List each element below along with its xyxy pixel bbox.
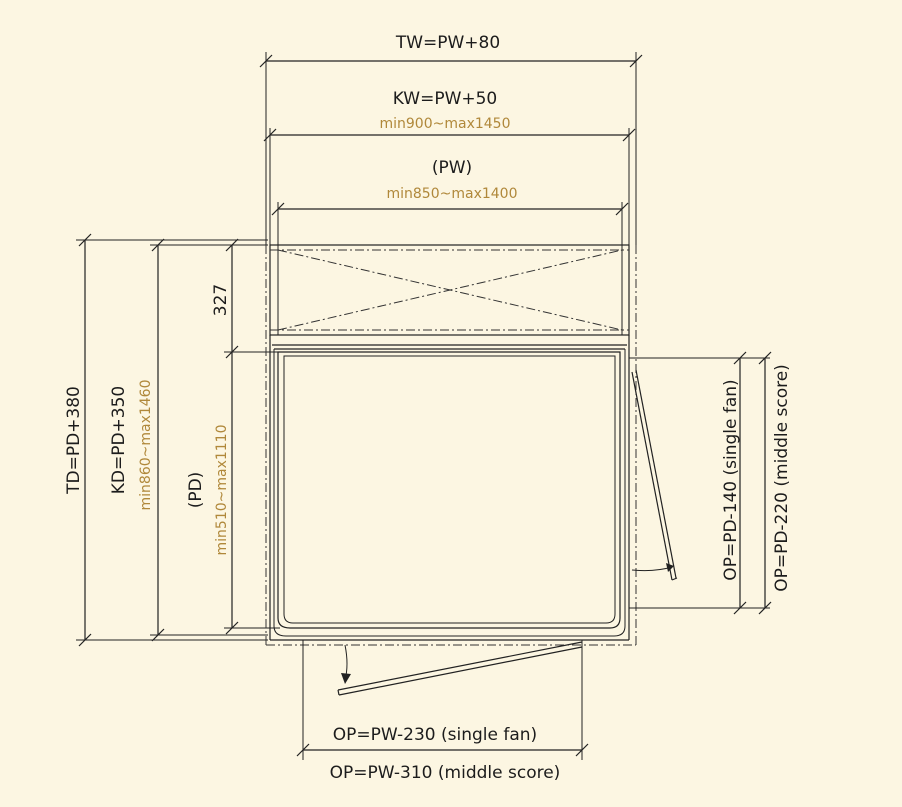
pw-dimension	[271, 202, 629, 245]
side-op-middle-label: OP=PD-220 (middle score)	[772, 364, 792, 592]
top-depth-dimension	[224, 238, 280, 359]
side-op-middle-dimension	[758, 351, 772, 615]
side-op-single-label: OP=PD-140 (single fan)	[721, 379, 741, 580]
kw-label: KW=PW+50	[393, 89, 498, 109]
pd-range-label: min510~max1110	[214, 425, 230, 556]
pd-dimension	[224, 352, 280, 635]
enclosure-outline	[265, 244, 637, 646]
side-door	[629, 357, 770, 609]
td-dimension	[76, 233, 268, 647]
kw-range-label: min900~max1450	[380, 116, 511, 132]
td-label: TD=PD+380	[64, 386, 84, 495]
side-op-single-dimension	[733, 351, 747, 615]
top-depth-label: 327	[211, 284, 231, 316]
front-op-single-label: OP=PW-230 (single fan)	[333, 725, 537, 745]
front-op-single-dimension	[296, 743, 589, 757]
kd-dimension	[150, 238, 268, 642]
kd-range-label: min860~max1460	[138, 380, 154, 511]
kw-dimension	[263, 128, 636, 245]
tw-label: TW=PW+80	[395, 33, 500, 53]
front-op-middle-label: OP=PW-310 (middle score)	[330, 763, 561, 783]
pw-range-label: min850~max1400	[387, 186, 518, 202]
kd-label: KD=PD+350	[109, 386, 129, 495]
tw-dimension	[259, 52, 643, 245]
pd-label: (PD)	[186, 472, 206, 509]
top-compartment-cross	[277, 249, 623, 331]
shower-tray	[269, 335, 630, 641]
pw-label: (PW)	[432, 158, 472, 178]
front-door	[302, 640, 583, 760]
